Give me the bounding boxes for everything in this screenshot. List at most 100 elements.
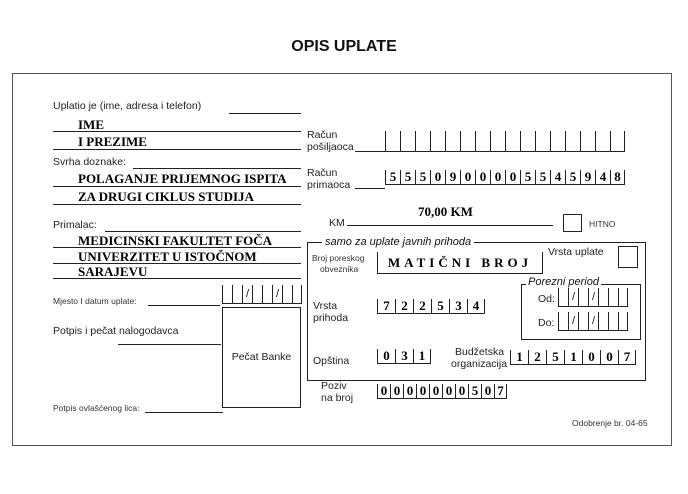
- reference-digit: 0: [390, 384, 403, 398]
- account-digit: 5: [385, 170, 400, 184]
- reference-label-1: Poziv: [321, 380, 347, 392]
- sender-account-label-2: pošiljaoca: [307, 141, 354, 153]
- recipient-account-label-2: primaoca: [307, 179, 351, 191]
- recipient-line-1[interactable]: MEDICINSKI FAKULTET FOČA: [78, 233, 273, 248]
- revenue-digit: 2: [395, 299, 413, 313]
- tax-period-title: Porezni period: [526, 276, 601, 288]
- place-date-line: [148, 305, 220, 306]
- account-digit: 5: [535, 170, 550, 184]
- budget-digit: 1: [564, 350, 582, 364]
- public-revenue-title: samo za uplate javnih prihoda: [322, 236, 475, 248]
- bank-stamp-label: Pečat Banke: [231, 351, 292, 363]
- tax-period-to-label: Do:: [538, 317, 555, 329]
- tax-number-label-1: Broj poreskog: [312, 253, 365, 263]
- account-digit: 5: [565, 170, 580, 184]
- account-digit: 5: [520, 170, 535, 184]
- budget-digit: 2: [528, 350, 546, 364]
- revenue-type-field[interactable]: 7 2 2 5 3 4: [377, 299, 485, 314]
- payment-slip: [12, 73, 672, 446]
- budget-org-label-1: Budžetska: [455, 346, 505, 358]
- account-digit: 0: [475, 170, 490, 184]
- municipality-label: Opština: [313, 355, 350, 367]
- recipient-label: Primalac:: [53, 219, 97, 231]
- municipality-field[interactable]: 0 3 1: [377, 349, 431, 364]
- budget-digit: 0: [582, 350, 600, 364]
- payer-signature-label: Potpis i pečat nalogodavca: [53, 325, 179, 337]
- recipient-account-lead-line: [355, 188, 385, 189]
- urgent-checkbox[interactable]: [563, 214, 582, 232]
- purpose-underline-1: [53, 186, 301, 187]
- tax-number-field[interactable]: [377, 252, 543, 274]
- amount-line: [347, 225, 553, 226]
- revenue-digit: 7: [377, 299, 395, 313]
- sender-account-label-1: Račun: [307, 129, 338, 141]
- reference-digit: 0: [455, 384, 468, 398]
- reference-digit: 5: [468, 384, 481, 398]
- public-revenue-box: [307, 242, 646, 381]
- reference-digit: 0: [403, 384, 416, 398]
- approval-number: Odobrenje br. 04-65: [572, 418, 648, 428]
- account-digit: 8: [610, 170, 625, 184]
- revenue-digit: 2: [413, 299, 431, 313]
- account-digit: 5: [400, 170, 415, 184]
- reference-digit: 7: [494, 384, 507, 398]
- account-digit: 9: [580, 170, 595, 184]
- purpose-line-1[interactable]: POLAGANJE PRIJEMNOG ISPITA: [78, 171, 287, 186]
- budget-digit: 0: [600, 350, 618, 364]
- revenue-digit: 5: [431, 299, 449, 313]
- authorized-signature-line: [145, 412, 223, 413]
- bank-stamp-box: [222, 307, 301, 408]
- urgent-label: HITNO: [589, 219, 616, 229]
- account-digit: 5: [415, 170, 430, 184]
- budget-digit: 7: [618, 350, 636, 364]
- purpose-label: Svrha doznake:: [53, 156, 126, 168]
- amount-value[interactable]: 70,00 KM: [418, 204, 473, 219]
- sender-account-field[interactable]: [385, 131, 625, 152]
- recipient-underline-2: [53, 263, 301, 264]
- recipient-line-2[interactable]: UNIVERZITET U ISTOČNOM: [78, 249, 257, 264]
- reference-digit: 0: [429, 384, 442, 398]
- account-digit: 4: [550, 170, 565, 184]
- amount-currency-label: KM: [329, 217, 345, 229]
- payer-underline-1: [53, 131, 301, 132]
- revenue-digit: 4: [467, 299, 485, 313]
- account-digit: 9: [445, 170, 460, 184]
- revenue-type-label-1: Vrsta: [313, 300, 338, 312]
- recipient-underline-1: [53, 247, 301, 248]
- tax-period-to-field[interactable]: //: [558, 312, 628, 331]
- account-digit: 0: [460, 170, 475, 184]
- sender-account-lead-line: [355, 151, 385, 152]
- account-digit: 4: [595, 170, 610, 184]
- budget-digit: 5: [546, 350, 564, 364]
- recipient-line-3[interactable]: SARAJEVU: [78, 264, 148, 279]
- payer-label-line: [229, 113, 301, 114]
- payer-label: Uplatio je (ime, adresa i telefon): [53, 100, 202, 112]
- account-digit: 0: [490, 170, 505, 184]
- budget-org-field[interactable]: 1 2 5 1 0 0 7: [510, 350, 636, 365]
- payment-type-label: Vrsta uplate: [548, 246, 604, 258]
- payer-signature-line: [118, 344, 221, 345]
- municipality-digit: 3: [395, 349, 413, 363]
- recipient-account-label-1: Račun: [307, 167, 338, 179]
- payer-line-1[interactable]: IME: [78, 117, 104, 132]
- recipient-underline-3: [53, 278, 301, 279]
- reference-digit: 0: [416, 384, 429, 398]
- tax-period-from-label: Od:: [538, 293, 555, 305]
- tax-period-from-field[interactable]: //: [558, 288, 628, 307]
- recipient-label-line: [105, 231, 301, 232]
- tax-number-label-2: obveznika: [320, 264, 359, 274]
- budget-digit: 1: [510, 350, 528, 364]
- payment-type-field[interactable]: [618, 246, 638, 268]
- budget-org-label-2: organizacija: [451, 358, 508, 370]
- reference-field[interactable]: 0 0 0 0 0 0 0 5 0 7: [377, 384, 507, 399]
- purpose-underline-2: [53, 204, 301, 205]
- payer-line-2[interactable]: I PREZIME: [78, 134, 147, 149]
- payer-underline-2: [53, 149, 301, 150]
- recipient-account-field[interactable]: 5 5 5 0 9 0 0 0 0 5 5 4 5 9 4 8: [385, 170, 625, 185]
- tax-number-value: MATIČNI BROJ: [387, 255, 533, 270]
- reference-digit: 0: [377, 384, 390, 398]
- reference-label-2: na broj: [321, 392, 354, 404]
- place-date-box[interactable]: //: [222, 285, 302, 304]
- purpose-line-2[interactable]: ZA DRUGI CIKLUS STUDIJA: [78, 189, 254, 204]
- page-title: OPIS UPLATE: [291, 38, 397, 55]
